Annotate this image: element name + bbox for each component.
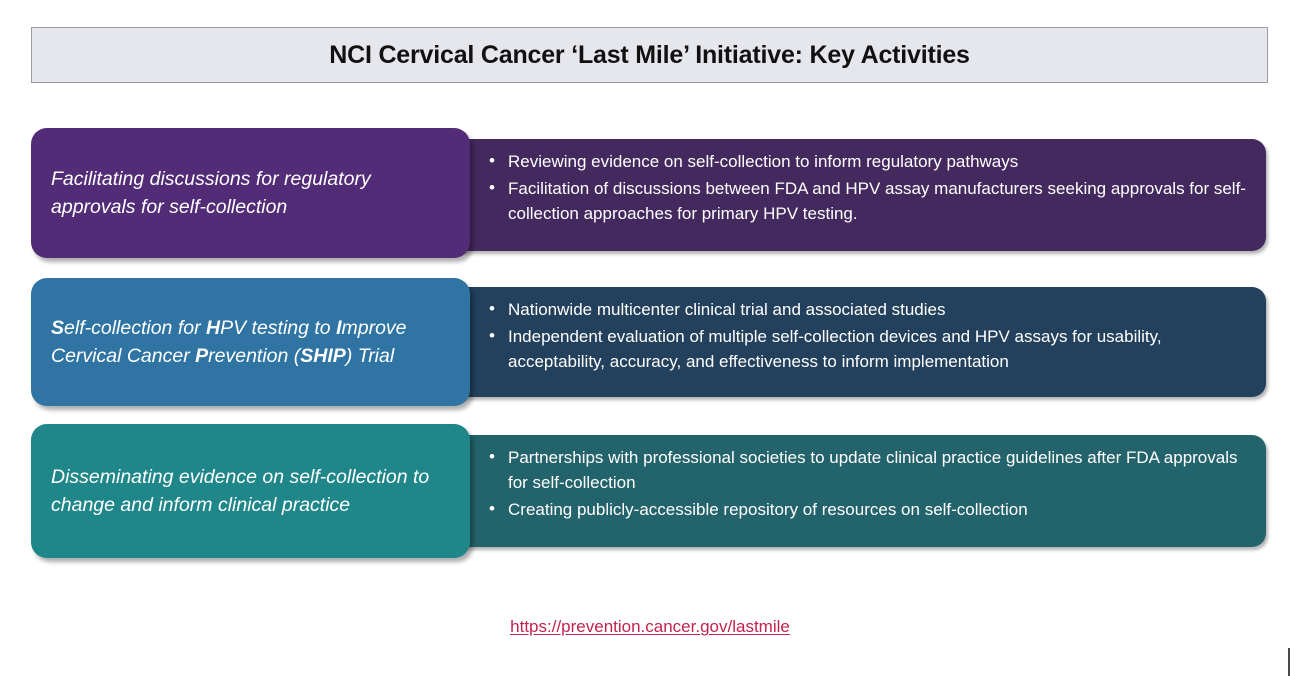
activity-bullet-list-1: Reviewing evidence on self-collection to… [487, 148, 1259, 228]
page-title: NCI Cervical Cancer ‘Last Mile’ Initiati… [329, 40, 970, 69]
slide-title-bar: NCI Cervical Cancer ‘Last Mile’ Initiati… [31, 27, 1268, 83]
footer-link-container: https://prevention.cancer.gov/lastmile [0, 617, 1300, 637]
lastmile-url-link[interactable]: https://prevention.cancer.gov/lastmile [510, 617, 790, 636]
activity-row-3: Disseminating evidence on self-collectio… [0, 424, 1300, 558]
list-item: Independent evaluation of multiple self-… [487, 323, 1259, 374]
activity-row-1: Facilitating discussions for regulatory … [0, 128, 1300, 258]
list-item: Creating publicly-accessible repository … [487, 496, 1259, 522]
edge-artifact [1288, 648, 1290, 676]
activity-label-box-1: Facilitating discussions for regulatory … [31, 128, 470, 258]
list-item: Partnerships with professional societies… [487, 444, 1259, 495]
activity-label-box-2: Self-collection for HPV testing to Impro… [31, 278, 470, 406]
activity-label-text-1: Facilitating discussions for regulatory … [51, 167, 371, 218]
list-item: Facilitation of discussions between FDA … [487, 175, 1259, 226]
activity-label-box-3: Disseminating evidence on self-collectio… [31, 424, 470, 558]
list-item: Nationwide multicenter clinical trial an… [487, 296, 1259, 322]
list-item: Reviewing evidence on self-collection to… [487, 148, 1259, 174]
activity-label-text-3: Disseminating evidence on self-collectio… [51, 465, 430, 516]
activity-label-text-2: Self-collection for HPV testing to Impro… [51, 316, 407, 367]
activity-row-2: Self-collection for HPV testing to Impro… [0, 278, 1300, 406]
activity-bullet-list-2: Nationwide multicenter clinical trial an… [487, 296, 1259, 376]
activity-bullet-list-3: Partnerships with professional societies… [487, 444, 1259, 524]
